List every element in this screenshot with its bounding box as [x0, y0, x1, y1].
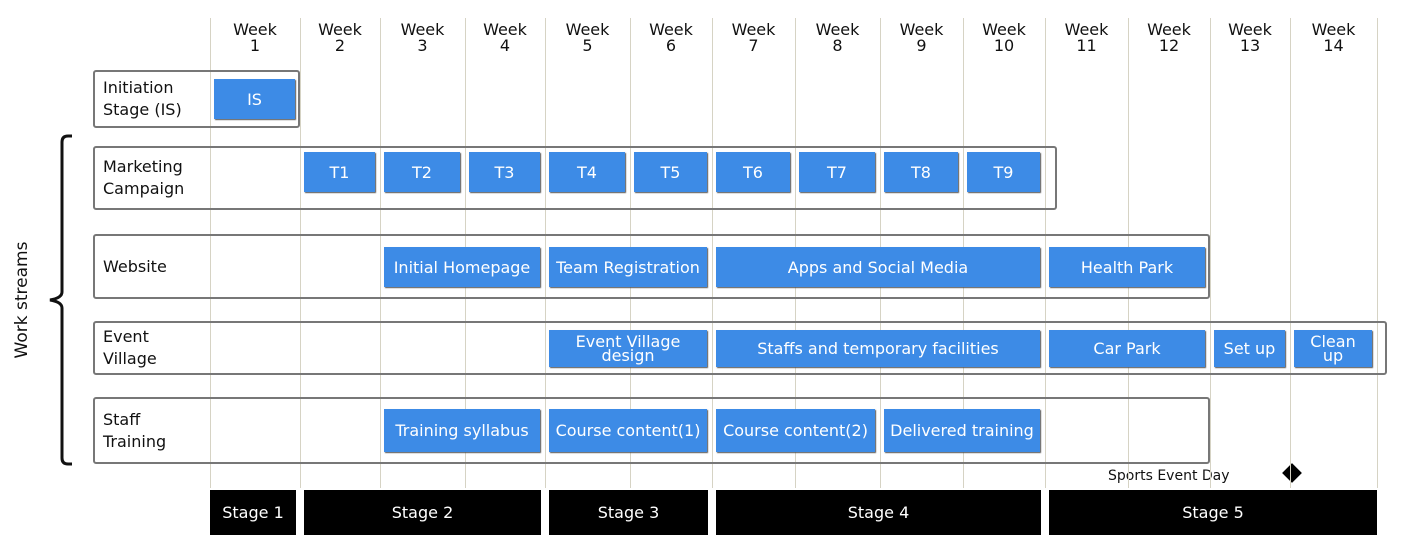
week-gridline	[1045, 18, 1046, 488]
milestone-label: Sports Event Day	[1108, 468, 1230, 484]
task-bar[interactable]: T5	[634, 152, 707, 192]
task-bar[interactable]: Car Park	[1049, 330, 1205, 367]
week-header: Week 8	[815, 20, 860, 55]
week-header: Week 14	[1311, 20, 1356, 55]
task-bar[interactable]: Team Registration	[549, 247, 707, 287]
stage-bar: Stage 1	[210, 490, 296, 535]
task-bar[interactable]: T2	[384, 152, 460, 192]
row-frame	[93, 70, 300, 128]
task-bar[interactable]: T9	[967, 152, 1040, 192]
task-bar[interactable]: Delivered training	[884, 409, 1040, 452]
week-header: Week 1	[233, 20, 277, 55]
week-header: Week 3	[400, 20, 445, 55]
task-bar[interactable]: Apps and Social Media	[716, 247, 1040, 287]
work-streams-brace	[49, 134, 72, 466]
week-gridline	[712, 18, 713, 488]
task-bar[interactable]: T7	[799, 152, 875, 192]
week-header: Week 13	[1228, 20, 1272, 55]
week-header: Week 9	[899, 20, 944, 55]
task-bar[interactable]: Clean up	[1294, 330, 1372, 367]
week-header: Week 5	[565, 20, 610, 55]
task-bar[interactable]: T4	[549, 152, 625, 192]
week-header: Week 7	[731, 20, 776, 55]
week-header: Week 10	[982, 20, 1026, 55]
week-gridline	[300, 18, 301, 488]
week-gridline	[1377, 18, 1378, 488]
row-label: Initiation Stage (IS)	[103, 78, 182, 119]
row-frame	[93, 397, 1210, 464]
stage-bar: Stage 2	[304, 490, 541, 535]
week-header: Week 2	[318, 20, 362, 55]
task-bar[interactable]: Health Park	[1049, 247, 1205, 287]
row-frame	[93, 234, 1210, 299]
row-frame	[93, 146, 1057, 210]
week-gridline	[380, 18, 381, 488]
week-gridline	[545, 18, 546, 488]
task-bar[interactable]: Set up	[1214, 330, 1285, 367]
row-label: Staff Training	[103, 409, 167, 451]
week-header: Week 12	[1147, 20, 1191, 55]
y-axis-label: Work streams	[12, 241, 32, 359]
milestone-diamond-icon	[1282, 463, 1302, 483]
task-bar[interactable]: T3	[469, 152, 540, 192]
task-bar[interactable]: Staffs and temporary facilities	[716, 330, 1040, 367]
week-gridline	[1210, 18, 1211, 488]
task-bar[interactable]: Event Village design	[549, 330, 707, 367]
week-header: Week 4	[483, 20, 527, 55]
task-bar[interactable]: T8	[884, 152, 958, 192]
row-frame	[93, 321, 1387, 375]
task-bar[interactable]: Course content(2)	[716, 409, 875, 452]
task-bar[interactable]: IS	[214, 79, 295, 119]
week-gridline	[1290, 18, 1291, 488]
row-label: Event Village	[103, 327, 157, 368]
week-gridline	[210, 18, 211, 488]
row-label: Marketing Campaign	[103, 157, 185, 198]
stage-bar: Stage 5	[1049, 490, 1377, 535]
task-bar[interactable]: Training syllabus	[384, 409, 540, 452]
stage-bar: Stage 4	[716, 490, 1041, 535]
task-bar[interactable]: Initial Homepage	[384, 247, 540, 287]
week-header: Week 11	[1064, 20, 1109, 55]
task-bar[interactable]: Course content(1)	[549, 409, 707, 452]
stage-bar: Stage 3	[549, 490, 708, 535]
task-bar[interactable]: T6	[716, 152, 790, 192]
task-bar[interactable]: T1	[304, 152, 375, 192]
week-header: Week 6	[649, 20, 693, 55]
row-label: Website	[103, 256, 167, 276]
